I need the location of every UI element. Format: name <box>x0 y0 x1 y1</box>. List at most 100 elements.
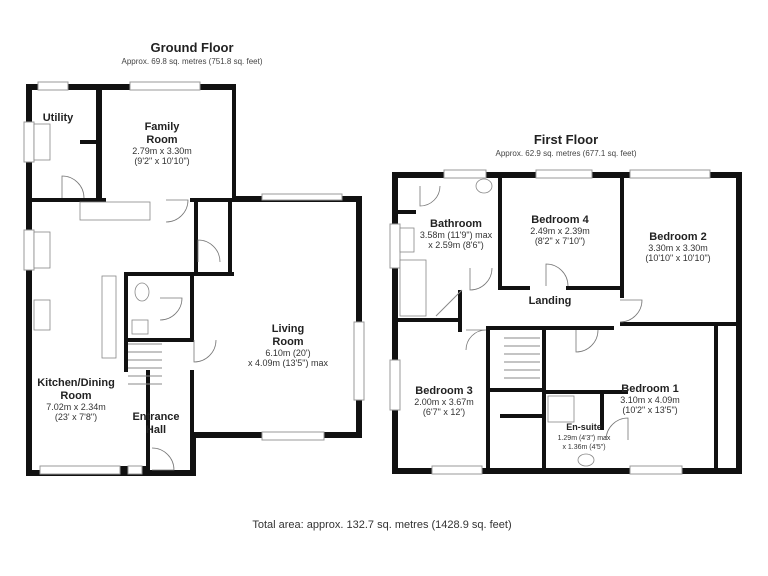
kitchen-dim-ft: (23' x 7'8") <box>55 412 97 422</box>
ff-bath-toilet <box>475 178 493 194</box>
gf-window-family <box>129 81 201 91</box>
ground-floor-area: Approx. 69.8 sq. metres (751.8 sq. feet) <box>122 57 263 66</box>
family-room-dim-m: 2.79m x 3.30m <box>132 146 192 156</box>
bedroom2-dim-ft: (10'10" x 10'10") <box>645 253 710 263</box>
ff-door-ensuite <box>605 417 629 441</box>
gf-wall-hall-right <box>190 432 196 476</box>
gf-wall-living-right <box>356 196 362 438</box>
ff-ensuite-shower <box>547 395 575 423</box>
bathroom-label: Bathroom <box>430 218 482 230</box>
gf-utility-sink <box>33 123 51 161</box>
ff-shower-screen <box>435 289 463 317</box>
gf-kitchen-sink <box>33 231 51 269</box>
ff-window-bed1-bottom <box>629 465 683 475</box>
ff-bath-basin <box>399 227 415 253</box>
ff-wall-bed3-right <box>486 326 490 472</box>
gf-window-hall-bottom <box>127 465 143 475</box>
gf-wall-family-right <box>232 84 236 200</box>
gf-wall-store-left <box>194 200 198 276</box>
ff-door-bath-cupboard <box>419 185 441 207</box>
gf-wall-hall-left <box>146 370 150 474</box>
gf-wall-utility-cupboard <box>80 140 100 144</box>
gf-door-family <box>165 199 189 223</box>
gf-wc-basin <box>131 319 149 335</box>
ff-door-bed2 <box>619 299 643 323</box>
gf-door-living <box>193 339 217 363</box>
family-room-dim-ft: (9'2" x 10'10") <box>134 156 189 166</box>
gf-door-entrance <box>151 447 175 471</box>
bedroom3-label: Bedroom 3 <box>415 385 472 397</box>
gf-wall-wc-left <box>124 272 128 372</box>
gf-wall-hall-living <box>190 370 194 436</box>
ff-wall-bath-bottom <box>396 318 462 322</box>
ff-window-bed2 <box>629 169 711 179</box>
ff-door-bath <box>469 267 493 291</box>
ff-wall-bed1-wardrobe <box>714 326 718 472</box>
landing-label: Landing <box>529 295 572 307</box>
gf-wall-wc-top <box>124 272 234 276</box>
bedroom2-dim-m: 3.30m x 3.30m <box>648 243 708 253</box>
living-room-label-1: Living <box>272 323 304 335</box>
gf-wall-wc-bottom <box>124 338 194 342</box>
bedroom3-dim-m: 2.00m x 3.67m <box>414 397 474 407</box>
entrance-hall-label-1: Entrance <box>132 411 179 423</box>
kitchen-dim-m: 7.02m x 2.34m <box>46 402 106 412</box>
ff-window-bath-side <box>389 223 401 269</box>
bedroom1-dim-ft: (10'2" x 13'5") <box>622 405 677 415</box>
living-room-label-2: Room <box>272 336 303 348</box>
bedroom1-dim-m: 3.10m x 4.09m <box>620 395 680 405</box>
gf-window-utility-side <box>23 121 35 163</box>
gf-wall-utility-bottom <box>26 198 106 202</box>
ff-wall-bed3-wardrobe <box>500 414 546 418</box>
bedroom1-label: Bedroom 1 <box>621 383 678 395</box>
gf-window-living-top <box>261 193 343 201</box>
family-room-label-1: Family <box>145 121 181 133</box>
ff-wall-bed4-bottom <box>566 286 624 290</box>
first-floor-title: First Floor <box>534 132 598 147</box>
utility-label: Utility <box>43 112 74 124</box>
ff-wall-bed4-bottom-left <box>498 286 530 290</box>
living-room-dim-m: 6.10m (20') <box>265 348 310 358</box>
living-room-dim-ft: x 4.09m (13'5") max <box>248 358 328 368</box>
total-area: Total area: approx. 132.7 sq. metres (14… <box>252 519 511 531</box>
gf-window-kitchen-bottom <box>39 465 121 475</box>
ff-door-bed3 <box>465 329 487 351</box>
ff-window-bath <box>443 169 487 179</box>
gf-door-wc <box>159 297 183 321</box>
ff-wall-bath-cupboard <box>398 210 416 214</box>
ff-stairs <box>504 337 540 379</box>
ff-door-bed4 <box>545 263 569 287</box>
entrance-hall-label-2: Hall <box>146 424 166 436</box>
ensuite-dim-ft: x 1.36m (4'5") <box>562 444 605 451</box>
gf-stairs <box>128 343 162 385</box>
ff-wall-stair-top <box>486 326 550 330</box>
ff-bath-tub <box>399 259 427 317</box>
bedroom4-dim-ft: (8'2" x 7'10") <box>535 236 585 246</box>
gf-door-store <box>197 239 221 263</box>
gf-outer-wall-left <box>26 84 32 476</box>
ff-window-bed3-bottom <box>431 465 483 475</box>
ff-window-bed4 <box>535 169 593 179</box>
ff-wall-bed4-bed2 <box>620 176 624 298</box>
ff-wall-bed2-bottom <box>620 322 738 326</box>
kitchen-label-2: Room <box>60 390 91 402</box>
gf-wall-hall-top <box>190 198 234 202</box>
gf-window-utility <box>37 81 69 91</box>
ff-wall-bed1-top <box>542 326 614 330</box>
ensuite-label: En-suite <box>566 422 602 432</box>
gf-window-living-side <box>353 321 365 401</box>
ff-wall-ensuite-right <box>600 390 604 430</box>
ff-wall-bath-bed4 <box>498 176 502 290</box>
ff-outer-wall-bottom <box>392 468 742 474</box>
ff-outer-wall-right <box>736 172 742 474</box>
ff-wall-stair-bottom <box>490 388 546 392</box>
ff-wall-bath-right-lower <box>458 290 462 332</box>
ff-wall-ensuite-top <box>546 390 628 394</box>
gf-kitchen-island <box>101 275 117 359</box>
ff-wall-bed1-left <box>542 326 546 472</box>
ground-floor-title: Ground Floor <box>150 40 233 55</box>
ff-door-bed1 <box>575 329 599 353</box>
gf-door-utility <box>61 175 85 199</box>
gf-wall-hall-bottom-right <box>190 432 230 438</box>
gf-kitchen-hob <box>33 299 51 331</box>
